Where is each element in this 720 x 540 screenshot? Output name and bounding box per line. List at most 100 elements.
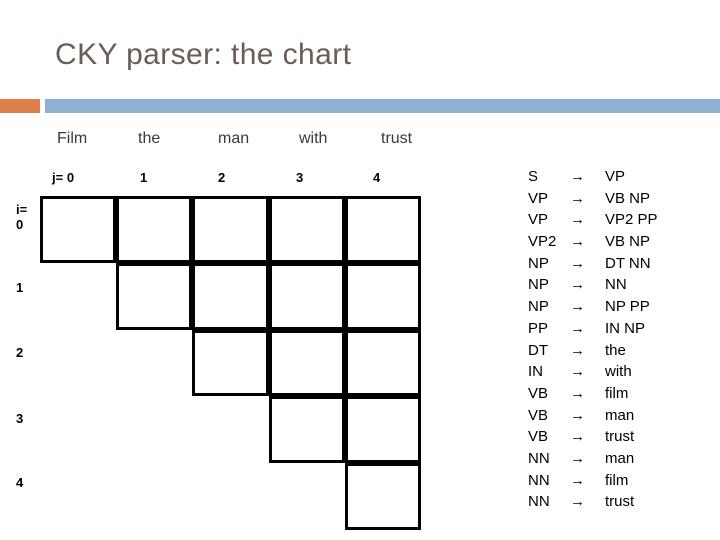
rightwards-arrow-icon: →	[570, 471, 585, 489]
grammar-rule: NP → NN	[528, 274, 720, 296]
grammar-rule-lhs: VB	[528, 384, 549, 402]
grammar-rule: NP → NP PP	[528, 296, 720, 318]
chart-column-index-0: j= 0	[52, 170, 75, 185]
grammar-rule-rhs: the	[605, 341, 626, 359]
chart-cell-0-2[interactable]	[192, 196, 269, 263]
grammar-rule: NN → film	[528, 470, 720, 492]
chart-column-index-4: 4	[373, 170, 381, 185]
grammar-rule-lhs: VP	[528, 189, 549, 207]
grammar-rule-rhs: DT NN	[605, 254, 651, 272]
grammar-rule-rhs: IN NP	[605, 319, 646, 337]
rightwards-arrow-icon: →	[570, 428, 585, 446]
grammar-rule-rhs: VB NP	[605, 189, 651, 207]
chart-cell-0-0[interactable]	[40, 196, 117, 263]
grammar-rule-lhs: VP2	[528, 233, 557, 251]
cky-chart: Film the man with trust j= 0 1 2 3 4 i=0 1 2 3 4	[16, 130, 421, 530]
chart-column-word-4: trust	[381, 130, 413, 147]
grammar-rule: VB → trust	[528, 426, 720, 448]
rightwards-arrow-icon: →	[570, 384, 585, 402]
chart-cell-1-1[interactable]	[116, 262, 193, 330]
grammar-rule-rhs: NP PP	[605, 298, 650, 316]
chart-cell-3-4[interactable]	[344, 396, 421, 464]
chart-cell-0-4[interactable]	[344, 196, 421, 263]
grammar-rule-lhs: NP	[528, 298, 549, 316]
chart-column-word-0: Film	[57, 130, 88, 147]
chart-cell-0-1[interactable]	[116, 196, 193, 263]
grammar-rule-rhs: with	[605, 363, 632, 381]
rightwards-arrow-icon: →	[570, 298, 585, 316]
title-rule-orange-block	[0, 99, 40, 113]
chart-cell-2-3[interactable]	[268, 329, 345, 397]
rightwards-arrow-icon: →	[570, 363, 585, 381]
grammar-rule-lhs: S	[528, 168, 539, 185]
grammar-rule: IN → with	[528, 361, 720, 383]
rightwards-arrow-icon: →	[570, 233, 585, 251]
rightwards-arrow-icon: →	[570, 211, 585, 229]
grammar-rule-lhs: VP	[528, 211, 549, 229]
grammar-rule: S → VP	[528, 166, 720, 188]
grammar-rule: NN → trust	[528, 491, 720, 513]
chart-grid	[40, 196, 421, 530]
chart-cell-2-2[interactable]	[192, 329, 269, 397]
chart-column-word-1: the	[138, 130, 161, 147]
chart-column-word-3: with	[299, 130, 328, 147]
grammar-rule: VB → man	[528, 405, 720, 427]
grammar-rule: PP → IN NP	[528, 318, 720, 340]
grammar-rule: VB → film	[528, 383, 720, 405]
rightwards-arrow-icon: →	[570, 406, 585, 424]
grammar-rule: DT → the	[528, 340, 720, 362]
grammar-rule-rhs: film	[605, 471, 629, 489]
chart-cell-1-4[interactable]	[344, 262, 421, 330]
rightwards-arrow-icon: →	[570, 254, 585, 272]
chart-column-word-2: man	[218, 130, 250, 147]
chart-cell-0-3[interactable]	[268, 196, 345, 263]
grammar-rule-rhs: VP	[605, 168, 626, 185]
grammar-rule-lhs: DT	[528, 341, 548, 359]
grammar-rule-lhs: NN	[528, 471, 550, 489]
grammar-rule-lhs: NN	[528, 493, 550, 511]
grammar-rule-rhs: man	[605, 449, 635, 467]
chart-column-index-3: 3	[296, 170, 304, 185]
grammar-rule-rhs: trust	[605, 493, 635, 511]
chart-row-index-2: 2	[16, 345, 24, 360]
grammar-rule-lhs: PP	[528, 319, 549, 337]
grammar-rule-lhs: NN	[528, 449, 550, 467]
rightwards-arrow-icon: →	[570, 276, 585, 294]
grammar-rule: VP → VB NP	[528, 188, 720, 210]
grammar-rule-lhs: NP	[528, 254, 549, 272]
chart-cell-2-4[interactable]	[344, 329, 421, 397]
chart-row-index-3: 3	[16, 411, 24, 426]
rightwards-arrow-icon: →	[570, 168, 585, 185]
grammar-rule-rhs: VB NP	[605, 233, 651, 251]
rightwards-arrow-icon: →	[570, 493, 585, 511]
chart-cell-3-3[interactable]	[268, 396, 345, 464]
rightwards-arrow-icon: →	[570, 449, 585, 467]
chart-row-label-prefix: i=	[16, 202, 28, 217]
grammar-rule-rhs: man	[605, 406, 635, 424]
grammar-rule: NN → man	[528, 448, 720, 470]
grammar-rule: NP → DT NN	[528, 253, 720, 275]
title-rule-blue-bar	[45, 99, 720, 113]
grammar-rule-rhs: trust	[605, 428, 635, 446]
grammar-rule-lhs: NP	[528, 276, 549, 294]
grammar-rule-lhs: VB	[528, 406, 549, 424]
chart-cell-1-3[interactable]	[268, 262, 345, 330]
rightwards-arrow-icon: →	[570, 319, 585, 337]
grammar-rule-lhs: VB	[528, 428, 549, 446]
grammar-rule: VP → VP2 PP	[528, 209, 720, 231]
grammar-rule-lhs: IN	[528, 363, 543, 381]
chart-row-index-1: 1	[16, 280, 24, 295]
chart-row-index-4: 4	[16, 475, 24, 490]
chart-row-index-0: i=0	[16, 202, 27, 232]
chart-column-index-1: 1	[140, 170, 148, 185]
chart-row-index-value-0: 0	[16, 217, 24, 232]
grammar-rule-rhs: film	[605, 384, 629, 402]
grammar-rule-rhs: VP2 PP	[605, 211, 658, 229]
rightwards-arrow-icon: →	[570, 189, 585, 207]
chart-column-index-2: 2	[218, 170, 226, 185]
grammar-rule-rhs: NN	[605, 276, 627, 294]
chart-cell-1-2[interactable]	[192, 262, 269, 330]
chart-cell-4-4[interactable]	[344, 463, 421, 530]
rightwards-arrow-icon: →	[570, 341, 585, 359]
